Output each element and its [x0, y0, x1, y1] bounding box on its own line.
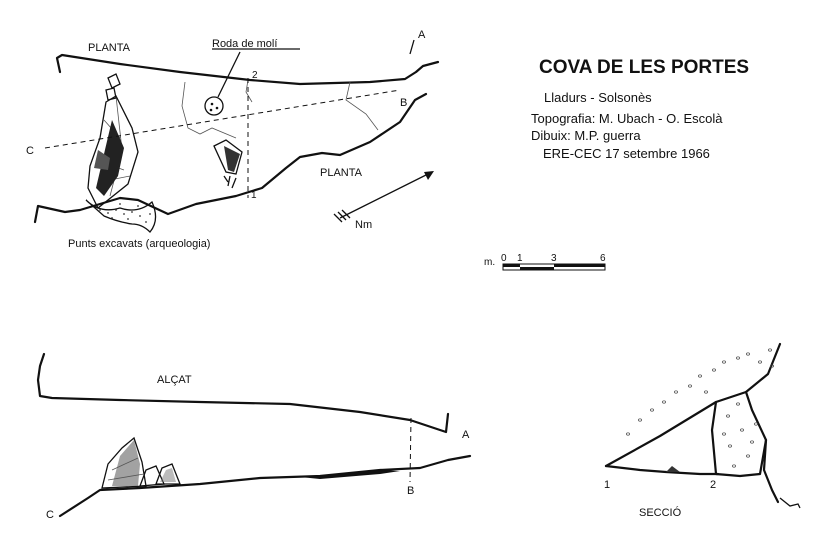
north-label: Nm	[355, 219, 372, 231]
north-arrow	[333, 171, 434, 223]
elevation-floor	[58, 454, 472, 518]
title-block: COVA DE LES PORTES Lladurs - Solsonès To…	[531, 57, 749, 161]
scale-tick-1: 1	[517, 253, 523, 264]
elevation-marker-c: C	[46, 509, 54, 521]
excavation-dots	[99, 203, 151, 223]
plan-marker-c: C	[26, 145, 34, 157]
plan-label-top: PLANTA	[88, 42, 131, 54]
plan-marker-b: B	[400, 97, 407, 109]
scale-bar: m. 0 1 3 6	[484, 253, 606, 271]
section-label: SECCIÓ	[639, 506, 682, 519]
drawing-credit: Dibuix: M.P. guerra	[531, 128, 641, 143]
section-marker-2: 2	[710, 479, 716, 491]
elevation-boulder-mid	[139, 465, 165, 487]
plan-view: PLANTA Roda de molí PLANTA Punts excavat…	[26, 29, 440, 250]
plan-marker-a: A	[418, 29, 426, 41]
plan-bottom-wall	[33, 92, 428, 224]
group-date: ERE-CEC 17 setembre 1966	[543, 146, 710, 161]
section-pillar	[710, 390, 768, 478]
section-rock-dots	[626, 348, 774, 468]
elevation-label: ALÇAT	[157, 374, 192, 386]
mill-wheel-symbol	[204, 51, 241, 116]
elevation-ceiling	[36, 352, 450, 434]
scale-tick-6: 6	[600, 253, 606, 264]
topography-credit: Topografia: M. Ubach - O. Escolà	[531, 111, 723, 126]
location-text: Lladurs - Solsonès	[544, 90, 652, 105]
plan-label-mid: PLANTA	[320, 167, 363, 179]
scale-prefix: m.	[484, 257, 495, 268]
cross-section-view: 1 2 SECCIÓ	[604, 342, 801, 519]
plan-marker-2: 2	[252, 70, 258, 81]
plan-rock-block	[87, 95, 139, 210]
plan-marker-1: 1	[251, 190, 257, 201]
section-floor	[604, 464, 720, 476]
elevation-view: ALÇAT A B C	[36, 352, 472, 521]
survey-line-cb	[44, 89, 401, 149]
elevation-boulder-small	[155, 463, 181, 485]
scale-tick-0: 0	[501, 253, 507, 264]
mill-wheel-label: Roda de molí	[212, 38, 277, 50]
plan-top-wall	[55, 53, 440, 86]
cave-title: COVA DE LES PORTES	[539, 57, 749, 78]
excavation-zone	[85, 199, 157, 233]
plan-small-rock	[213, 139, 243, 175]
section-marker-1: 1	[604, 479, 610, 491]
scale-tick-3: 3	[551, 253, 557, 264]
excavation-label: Punts excavats (arqueologia)	[68, 238, 210, 250]
section-outline	[604, 342, 782, 468]
elevation-marker-a: A	[462, 429, 470, 441]
elevation-marker-b: B	[407, 485, 414, 497]
section-line-elevation	[409, 417, 412, 483]
